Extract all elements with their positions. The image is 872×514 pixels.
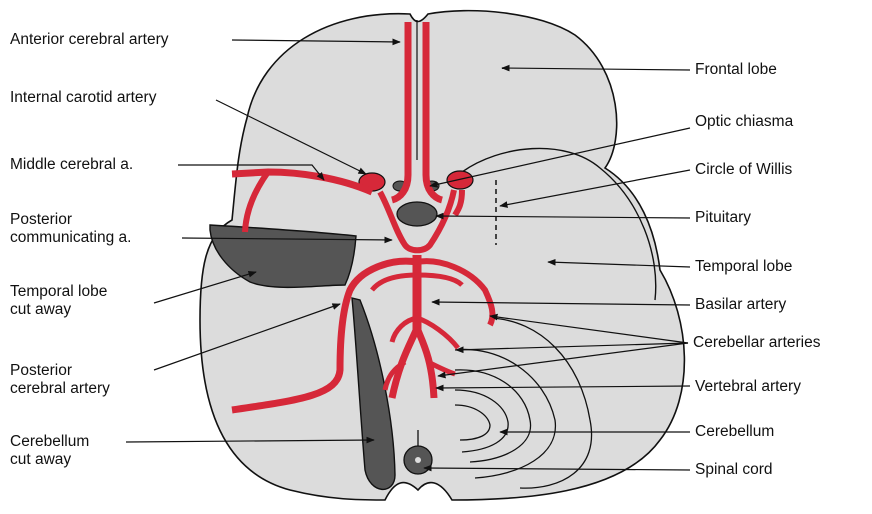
label-temporal-lobe-cut-line2: cut away (10, 300, 71, 319)
pituitary (397, 202, 437, 226)
label-posterior-communicating-line2: communicating a. (10, 228, 131, 247)
label-spinal-cord: Spinal cord (695, 460, 773, 479)
label-temporal-lobe-cut-line1: Temporal lobe (10, 282, 107, 301)
label-basilar-artery: Basilar artery (695, 295, 786, 314)
label-middle-cerebral: Middle cerebral a. (10, 155, 133, 174)
label-posterior-communicating-line1: Posterior (10, 210, 72, 229)
label-cerebellum-cut-line2: cut away (10, 450, 71, 469)
label-temporal-lobe: Temporal lobe (695, 257, 792, 276)
label-circle-of-willis: Circle of Willis (695, 160, 792, 179)
label-posterior-cerebral-line2: cerebral artery (10, 379, 110, 398)
label-frontal-lobe: Frontal lobe (695, 60, 777, 79)
label-vertebral-artery: Vertebral artery (695, 377, 801, 396)
label-cerebellum-cut-line1: Cerebellum (10, 432, 89, 451)
label-pituitary: Pituitary (695, 208, 751, 227)
label-anterior-cerebral-artery: Anterior cerebral artery (10, 30, 169, 49)
label-internal-carotid-artery: Internal carotid artery (10, 88, 156, 107)
label-posterior-cerebral-line1: Posterior (10, 361, 72, 380)
label-cerebellar-arteries: Cerebellar arteries (693, 333, 821, 352)
label-cerebellum: Cerebellum (695, 422, 774, 441)
label-optic-chiasma: Optic chiasma (695, 112, 793, 131)
